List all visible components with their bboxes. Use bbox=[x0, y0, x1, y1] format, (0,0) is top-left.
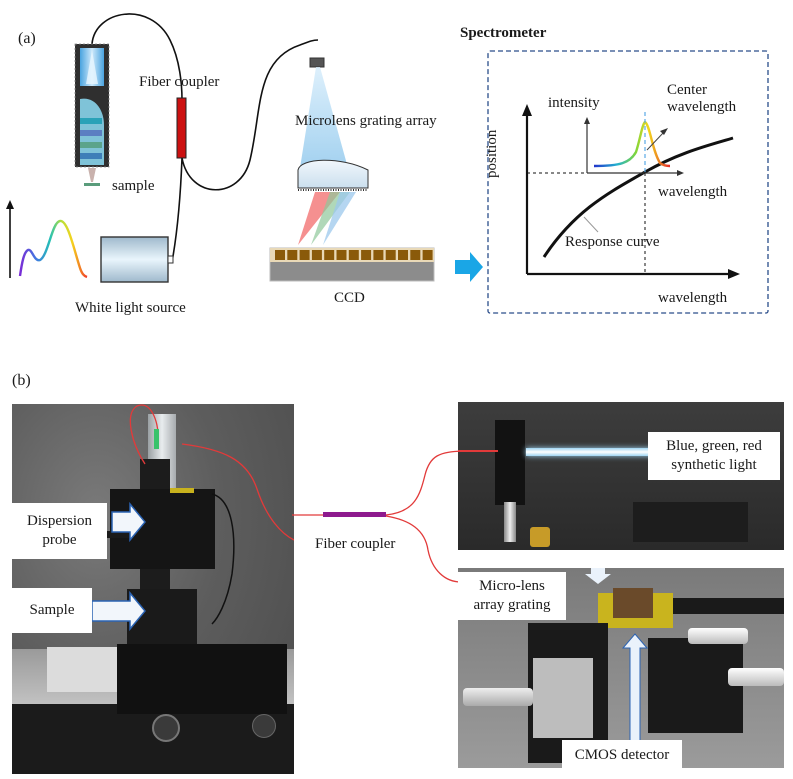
inset-wavelength-label: wavelength bbox=[658, 184, 728, 200]
white-light-lamp bbox=[100, 236, 169, 283]
sample-label-b: Sample bbox=[29, 602, 75, 619]
dispersion-probe-label-2: probe bbox=[42, 532, 77, 548]
fiber-coupler-to-lamp bbox=[171, 157, 183, 263]
dispersion-probe-diagram bbox=[74, 43, 110, 186]
microlens-callout: Micro-lens array grating bbox=[458, 572, 566, 620]
response-curve bbox=[542, 136, 734, 258]
panel-a-label: (a) bbox=[18, 30, 36, 47]
ccd-pixel bbox=[311, 250, 322, 260]
microlens-label-1: Micro-lens bbox=[479, 578, 545, 595]
white-light-source-label: White light source bbox=[75, 300, 186, 316]
spectrometer-box bbox=[487, 50, 769, 314]
panel-b-label: (b) bbox=[12, 372, 31, 389]
ccd-pixel bbox=[275, 250, 285, 260]
fiber-probe-to-coupler bbox=[91, 13, 183, 101]
ccd-pixel bbox=[398, 250, 408, 260]
microlens bbox=[297, 159, 369, 189]
ccd-pixel bbox=[324, 250, 335, 260]
y-axis-label: position bbox=[484, 129, 500, 178]
inset-peak-curve bbox=[593, 120, 671, 168]
inset-intensity-label: intensity bbox=[548, 95, 600, 111]
panel-a-schematic bbox=[6, 13, 769, 314]
synthetic-light-label-2: synthetic light bbox=[671, 457, 757, 473]
fiber-coupler-b-label: Fiber coupler bbox=[315, 536, 396, 552]
cmos-label: CMOS detector bbox=[574, 746, 670, 763]
ccd-pixel bbox=[385, 250, 396, 260]
cmos-callout: CMOS detector bbox=[562, 740, 682, 770]
ccd-pixel bbox=[287, 250, 298, 260]
ccd-label: CCD bbox=[334, 290, 365, 306]
photo-cmos-detector bbox=[458, 568, 784, 768]
x-axis-label: wavelength bbox=[658, 290, 728, 306]
center-wavelength-label-1: Center bbox=[667, 82, 707, 98]
photo-dispersion-setup bbox=[12, 404, 294, 774]
synthetic-light-callout: Blue, green, red synthetic light bbox=[648, 432, 780, 480]
ccd-pixel bbox=[336, 250, 347, 260]
dispersion-probe-label-1: Dispersion bbox=[27, 513, 92, 530]
fiber-coupler-label: Fiber coupler bbox=[139, 74, 220, 90]
blue-arrow-icon bbox=[455, 252, 483, 282]
ccd-pixel bbox=[299, 250, 310, 260]
fiber-coupler-to-microlens bbox=[181, 39, 319, 191]
pointer-arrows-icon bbox=[91, 501, 146, 632]
sample-callout: Sample bbox=[12, 588, 92, 633]
dispersion-probe-callout: Dispersion probe bbox=[12, 503, 107, 559]
microlens-label-2: array grating bbox=[473, 597, 551, 613]
ccd-pixel bbox=[410, 250, 421, 260]
ccd-pixel bbox=[422, 250, 433, 260]
source-spectrum-curve bbox=[18, 219, 88, 279]
ccd-pixel bbox=[361, 250, 372, 260]
center-wavelength-label-2: wavelength bbox=[667, 99, 737, 115]
fiber-coupler-a bbox=[176, 97, 187, 159]
ccd-pixel bbox=[348, 250, 359, 260]
fiber-coupler-b bbox=[323, 512, 386, 517]
ccd-pixel bbox=[373, 250, 384, 260]
spectrometer-title: Spectrometer bbox=[460, 25, 547, 41]
fiber-tip bbox=[309, 57, 325, 68]
response-curve-label: Response curve bbox=[565, 234, 660, 250]
microlens-label: Microlens grating array bbox=[295, 113, 437, 129]
synthetic-light-label-1: Blue, green, red bbox=[666, 438, 762, 455]
sample-label: sample bbox=[112, 178, 155, 194]
light-cone bbox=[300, 67, 348, 168]
